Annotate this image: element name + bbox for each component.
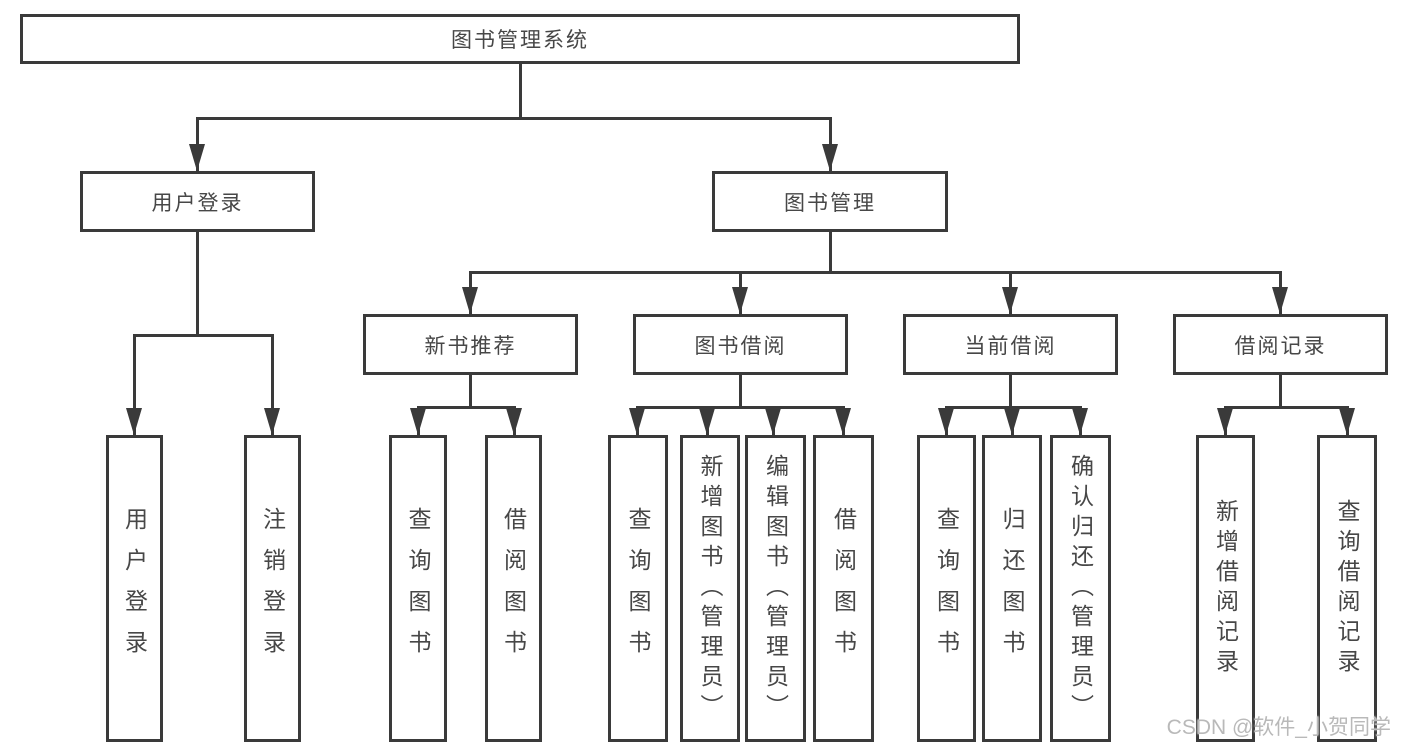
node-leaf-confirm-return: 确认归还（管理员） bbox=[1050, 435, 1111, 742]
arrowhead-down-icon bbox=[506, 408, 522, 435]
node-label: 图书管理系统 bbox=[451, 29, 589, 52]
connector-line bbox=[1278, 373, 1282, 409]
connector-line bbox=[195, 116, 832, 120]
node-leaf-add-borrow-record: 新增借阅记录 bbox=[1196, 435, 1255, 742]
node-leaf-query-book-2: 查询图书 bbox=[608, 435, 668, 742]
node-label: 当前借阅 bbox=[964, 334, 1057, 358]
node-new-book-recommend: 新书推荐 bbox=[363, 314, 578, 375]
node-leaf-add-book: 新增图书（管理员） bbox=[680, 435, 740, 742]
node-label: 注销登录 bbox=[259, 506, 286, 671]
connector-line bbox=[635, 405, 845, 409]
node-leaf-edit-book: 编辑图书（管理员） bbox=[745, 435, 806, 742]
connector-line bbox=[270, 333, 274, 437]
connector-line bbox=[132, 333, 274, 337]
node-label: 查询图书 bbox=[405, 506, 431, 671]
node-book-borrowing: 图书借阅 bbox=[633, 314, 848, 375]
node-label: 用户登录 bbox=[151, 191, 244, 215]
node-label: 查询图书 bbox=[933, 506, 960, 671]
arrowhead-down-icon bbox=[410, 408, 426, 435]
connector-line bbox=[132, 333, 136, 437]
node-current-borrowing: 当前借阅 bbox=[903, 314, 1118, 375]
node-label: 归还图书 bbox=[999, 506, 1025, 671]
node-label: 用户登录 bbox=[121, 506, 148, 671]
node-label: 图书管理 bbox=[784, 191, 876, 215]
arrowhead-down-icon bbox=[462, 287, 478, 314]
node-label: 新增借阅记录 bbox=[1212, 498, 1239, 679]
node-label: 图书借阅 bbox=[694, 334, 787, 358]
node-user-login: 用户登录 bbox=[80, 171, 315, 232]
arrowhead-down-icon bbox=[1072, 408, 1088, 435]
node-label: 确认归还（管理员） bbox=[1067, 453, 1094, 724]
arrowhead-down-icon bbox=[765, 408, 781, 435]
node-book-management: 图书管理 bbox=[712, 171, 948, 232]
connector-line bbox=[416, 405, 516, 409]
connector-line bbox=[468, 373, 472, 409]
connector-line bbox=[195, 230, 199, 337]
arrowhead-down-icon bbox=[629, 408, 645, 435]
node-label: 借阅记录 bbox=[1234, 334, 1327, 358]
arrowhead-down-icon bbox=[1217, 408, 1233, 435]
arrowhead-down-icon bbox=[126, 408, 142, 435]
node-leaf-query-book-1: 查询图书 bbox=[389, 435, 447, 742]
connector-line bbox=[738, 373, 742, 409]
arrowhead-down-icon bbox=[1002, 287, 1018, 314]
connector-line bbox=[518, 62, 522, 120]
connector-line bbox=[1008, 373, 1012, 409]
node-label: 查询借阅记录 bbox=[1334, 498, 1360, 679]
arrowhead-down-icon bbox=[1339, 408, 1355, 435]
node-leaf-logout: 注销登录 bbox=[244, 435, 301, 742]
node-borrowing-records: 借阅记录 bbox=[1173, 314, 1388, 375]
arrowhead-down-icon bbox=[699, 408, 715, 435]
arrowhead-down-icon bbox=[732, 287, 748, 314]
node-label: 编辑图书（管理员） bbox=[762, 453, 789, 724]
arrowhead-down-icon bbox=[264, 408, 280, 435]
node-leaf-query-borrow-record: 查询借阅记录 bbox=[1317, 435, 1377, 742]
arrowhead-down-icon bbox=[822, 144, 838, 171]
node-root-system: 图书管理系统 bbox=[20, 14, 1020, 64]
node-label: 新增图书（管理员） bbox=[697, 453, 723, 724]
node-label: 查询图书 bbox=[625, 506, 651, 671]
connector-line bbox=[468, 270, 1282, 274]
connector-line bbox=[1223, 405, 1349, 409]
node-leaf-query-book-3: 查询图书 bbox=[917, 435, 976, 742]
arrowhead-down-icon bbox=[1272, 287, 1288, 314]
arrowhead-down-icon bbox=[189, 144, 205, 171]
node-leaf-return-book: 归还图书 bbox=[982, 435, 1042, 742]
node-label: 借阅图书 bbox=[830, 506, 857, 671]
connector-line bbox=[828, 230, 832, 274]
arrowhead-down-icon bbox=[1004, 408, 1020, 435]
node-label: 新书推荐 bbox=[424, 334, 517, 358]
node-leaf-borrow-book-1: 借阅图书 bbox=[485, 435, 542, 742]
node-leaf-borrow-book-2: 借阅图书 bbox=[813, 435, 874, 742]
watermark: CSDN @软件_小贺同学 bbox=[1166, 716, 1391, 739]
arrowhead-down-icon bbox=[938, 408, 954, 435]
arrowhead-down-icon bbox=[835, 408, 851, 435]
node-leaf-user-login: 用户登录 bbox=[106, 435, 163, 742]
node-label: 借阅图书 bbox=[500, 506, 527, 671]
